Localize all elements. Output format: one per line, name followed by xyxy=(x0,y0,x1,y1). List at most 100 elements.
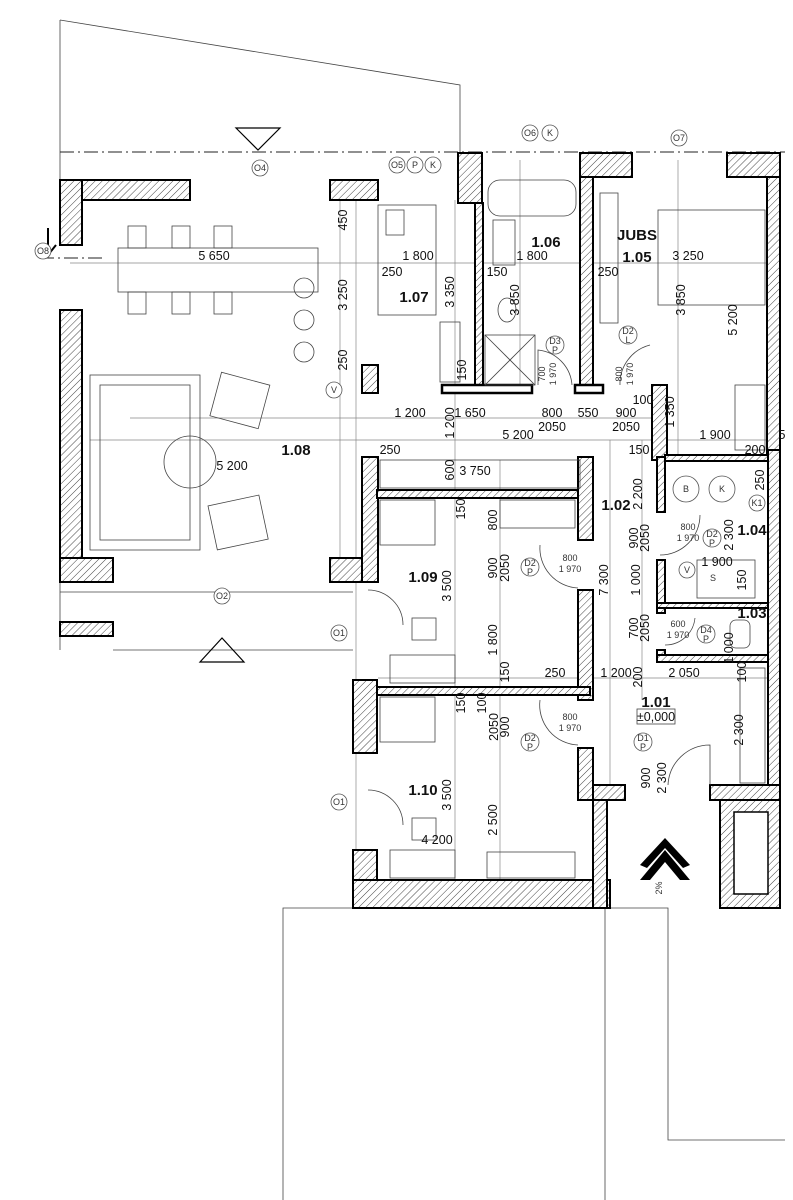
dimension-label: 250 xyxy=(380,443,401,457)
dimension-label: 5 200 xyxy=(216,459,247,473)
door-width: 600 xyxy=(670,619,685,629)
dimension-label: 250 xyxy=(598,265,619,279)
door-width: 800 xyxy=(562,553,577,563)
dimension-label: 1 200 xyxy=(394,406,425,420)
walls xyxy=(59,152,781,909)
door-tag-icon xyxy=(520,557,540,577)
tag-circle-icon xyxy=(213,587,231,605)
room-label-jubs: JUBS xyxy=(617,227,657,244)
door-tag-icon xyxy=(696,624,716,644)
dimension-label-vertical: 900 xyxy=(627,528,641,549)
dimension-label-vertical: 1 000 xyxy=(722,632,736,663)
dimension-label-vertical: 450 xyxy=(336,210,350,231)
door-tag-icon xyxy=(520,732,540,752)
dimension-label: 200 xyxy=(745,443,766,457)
element-tag: K xyxy=(547,128,553,138)
door-tag: D2 xyxy=(706,529,718,539)
tag-circle-icon xyxy=(424,156,442,174)
dimension-label: 3 750 xyxy=(459,464,490,478)
door-tag-icon xyxy=(633,732,653,752)
element-tag: V xyxy=(331,385,337,395)
tag-circle-icon xyxy=(325,381,343,399)
dimension-label-vertical: 600 xyxy=(443,460,457,481)
dimension-label-vertical: 3 850 xyxy=(674,284,688,315)
dimension-label: 1 650 xyxy=(454,406,485,420)
tag-circle-icon xyxy=(330,624,348,642)
bed xyxy=(657,209,766,306)
dimension-label-vertical: 150 xyxy=(455,360,469,381)
dimension-label-vertical: 2 300 xyxy=(655,762,669,793)
door-side: P xyxy=(703,634,709,644)
room-label-r103: 1.03 xyxy=(737,605,766,622)
door-height: 1 970 xyxy=(667,630,690,640)
sofa xyxy=(89,374,201,551)
door-side: P xyxy=(527,567,533,577)
dimension-label-vertical: 1 800 xyxy=(486,624,500,655)
door-tag-icon xyxy=(618,325,638,345)
bathtub xyxy=(487,179,577,217)
dimension-label: 3 250 xyxy=(672,249,703,263)
dimension-label: 1 800 xyxy=(402,249,433,263)
door-width: 800 xyxy=(680,522,695,532)
entrance-arrow-icon-2 xyxy=(640,838,690,868)
dimension-label-vertical: 2050 xyxy=(638,614,652,642)
dimension-label: 1 800 xyxy=(516,249,547,263)
door-height: 1 970 xyxy=(548,363,558,386)
floor-level-box xyxy=(636,708,676,725)
dimension-label: 2 050 xyxy=(668,666,699,680)
terrace-arrow-icon xyxy=(198,637,246,663)
door-width: 700 xyxy=(537,366,547,381)
door-side: P xyxy=(640,742,646,752)
door-side: P xyxy=(552,345,558,355)
entrance-arrow-icon xyxy=(640,850,690,880)
dimension-label-vertical: 2050 xyxy=(498,554,512,582)
dimension-label-vertical: 2 500 xyxy=(486,804,500,835)
room-label-r102: 1.02 xyxy=(601,497,630,514)
dimension-label-vertical: 1 350 xyxy=(663,396,677,427)
door-height: 1 970 xyxy=(625,363,635,386)
dimension-label: 1 200 xyxy=(600,666,631,680)
door-tag: D4 xyxy=(700,625,712,635)
dimension-label-vertical: 5 200 xyxy=(726,304,740,335)
dimension-label-vertical: 3 500 xyxy=(440,779,454,810)
dimension-label-vertical: 250 xyxy=(336,350,350,371)
door-swings xyxy=(367,344,711,826)
door-tag: D2 xyxy=(524,733,536,743)
dimension-label-vertical: 2050 xyxy=(487,713,501,741)
dimension-label-vertical: 150 xyxy=(454,499,468,520)
element-tag: O7 xyxy=(673,133,685,143)
tag-circle-icon xyxy=(388,156,406,174)
door-tag: D2 xyxy=(524,558,536,568)
dimension-label-vertical: 150 xyxy=(735,570,749,591)
dimension-label-vertical: 3 850 xyxy=(508,284,522,315)
door-tag: D1 xyxy=(637,733,649,743)
room-label-r104: 1.04 xyxy=(737,522,767,539)
coffee-table xyxy=(163,435,217,489)
dimension-label-vertical: 2 300 xyxy=(732,714,746,745)
dimension-label: 2050 xyxy=(612,420,640,434)
dimension-label-vertical: 900 xyxy=(498,717,512,738)
door-height: 1 970 xyxy=(677,533,700,543)
dimension-label: 5 xyxy=(779,428,786,442)
dimension-label: 2050 xyxy=(538,420,566,434)
dimension-label-vertical: 2 200 xyxy=(631,478,645,509)
dimension-label-vertical: 1 000 xyxy=(629,564,643,595)
furniture xyxy=(89,179,766,879)
tag-circle-icon xyxy=(34,242,52,260)
element-tag: K1 xyxy=(751,498,762,508)
dimension-label: 250 xyxy=(382,265,403,279)
door-side: P xyxy=(709,538,715,548)
element-tag: B xyxy=(683,484,689,494)
dimension-label: 550 xyxy=(578,406,599,420)
dimension-label: 1 900 xyxy=(699,428,730,442)
element-tag: O4 xyxy=(254,163,266,173)
element-tag: K xyxy=(430,160,436,170)
room-label-r110: 1.10 xyxy=(408,782,437,799)
dimension-label-vertical: 100 xyxy=(735,662,749,683)
element-tag: K xyxy=(719,484,725,494)
dimension-label: 900 xyxy=(616,406,637,420)
dimension-label-vertical: 150 xyxy=(454,693,468,714)
door-tag-icon xyxy=(545,335,565,355)
tag-circle-icon xyxy=(330,793,348,811)
